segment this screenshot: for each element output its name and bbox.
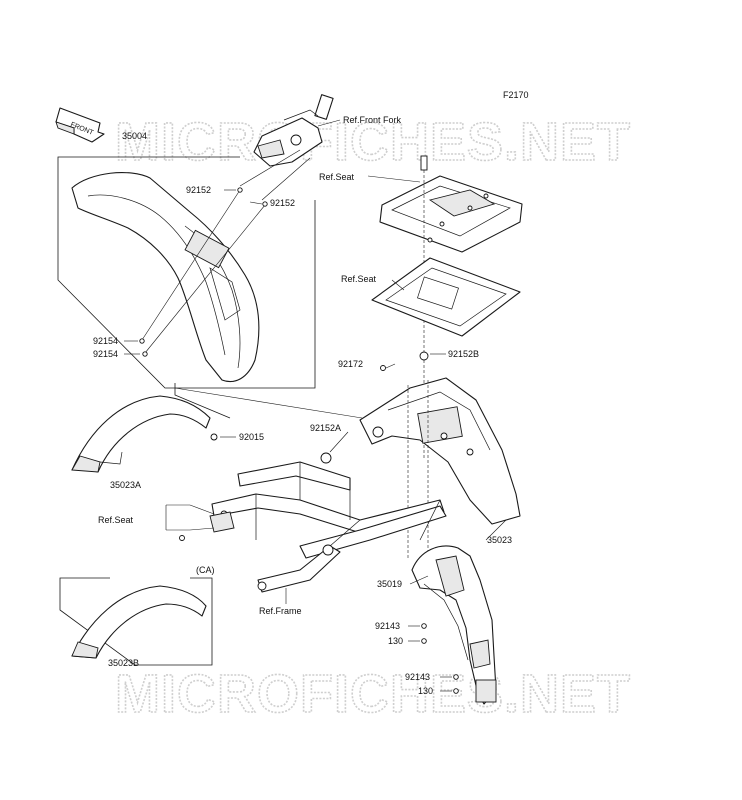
label-92152-a: 92152 xyxy=(186,185,211,195)
nut-92143-a-icon xyxy=(421,623,427,629)
label-35023B: 35023B xyxy=(108,658,139,668)
label-130-b: 130 xyxy=(418,686,433,696)
bolt-92154-a-icon xyxy=(139,338,145,344)
label-ref-frame: Ref.Frame xyxy=(259,606,302,616)
bolt-92152-a-icon xyxy=(237,187,243,193)
screw-130-a-icon xyxy=(421,638,427,644)
seat-bracket-upper xyxy=(379,155,523,460)
label-92154-b: 92154 xyxy=(93,349,118,359)
diagram-code: F2170 xyxy=(503,90,529,100)
label-35023: 35023 xyxy=(487,535,512,545)
label-92143-a: 92143 xyxy=(375,621,400,631)
screw-130-b-icon xyxy=(453,688,459,694)
leader-lines xyxy=(124,119,507,692)
label-ca: (CA) xyxy=(196,565,215,575)
front-fork-assembly xyxy=(253,94,334,167)
seat-bracket-lower xyxy=(371,257,521,361)
label-92143-b: 92143 xyxy=(405,672,430,682)
front-direction-arrow-icon: FRONT xyxy=(55,107,105,143)
bolt-92154-b-icon xyxy=(142,351,148,357)
bolt-92152-b-icon xyxy=(262,201,268,207)
label-ref-seat-left: Ref.Seat xyxy=(98,515,134,525)
label-35004: 35004 xyxy=(122,131,147,141)
label-ref-front-fork: Ref.Front Fork xyxy=(343,115,402,125)
rear-mudguard-35019 xyxy=(411,545,497,705)
inner-mudguard-35023A xyxy=(71,383,231,473)
watermark-bottom: MICROFICHES.NET xyxy=(115,664,631,724)
label-92152A: 92152A xyxy=(310,423,341,433)
label-ref-seat-mid: Ref.Seat xyxy=(341,274,377,284)
watermark-top: MICROFICHES.NET xyxy=(115,112,631,172)
label-130-a: 130 xyxy=(388,636,403,646)
bolt-92172-icon xyxy=(380,365,386,371)
front-fender-group xyxy=(57,94,334,389)
label-35023A: 35023A xyxy=(110,480,141,490)
washer-92152B-icon xyxy=(419,351,429,361)
label-35019: 35019 xyxy=(377,579,402,589)
bolt-92015-icon xyxy=(210,433,218,441)
collar-92152A-icon xyxy=(320,452,332,464)
subframe-assembly xyxy=(165,452,447,604)
label-92152B: 92152B xyxy=(448,349,479,359)
label-92172: 92172 xyxy=(338,359,363,369)
rear-fender-group xyxy=(359,365,521,560)
label-92015: 92015 xyxy=(239,432,264,442)
label-92154-a: 92154 xyxy=(93,336,118,346)
label-ref-seat-top: Ref.Seat xyxy=(319,172,355,182)
ca-variant-group xyxy=(59,577,213,666)
label-92152-b: 92152 xyxy=(270,198,295,208)
nut-92143-b-icon xyxy=(453,674,459,680)
